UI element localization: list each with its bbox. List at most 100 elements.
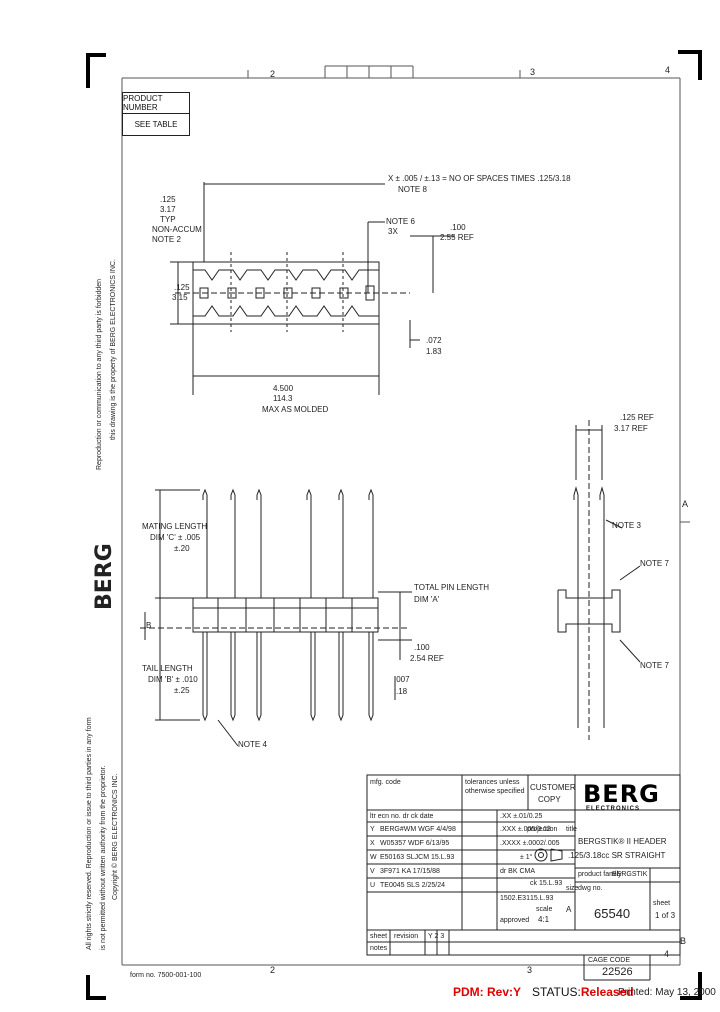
zone-marker-4-bottom: 4 [664, 949, 670, 959]
left-margin-notice-2: this drawing is the property of BERG ELE… [110, 259, 117, 440]
zone-marker-3: 3 [530, 67, 536, 77]
side-dim-254-ref-label: 2.54 REF [410, 654, 444, 663]
mating-metric-label: ±.20 [174, 544, 190, 553]
checked-date: ck 15.L.93 [530, 880, 563, 887]
drawing-title-line-1: BERGSTIK® II HEADER [578, 837, 667, 846]
sheet-label: sheet [653, 900, 671, 907]
scale-label: scale [536, 906, 553, 913]
dim-007-label: .007 [394, 675, 410, 684]
sheet-value: 1 of 3 [655, 911, 676, 920]
note-8-label: NOTE 8 [398, 185, 427, 194]
left-margin-brand-logo: BERG [92, 543, 117, 610]
revision-row-values: Y 2 3 [428, 933, 445, 940]
note-4-label: NOTE 4 [238, 740, 267, 749]
top-view [170, 182, 455, 395]
rev-u-text: TE0045 SLS 2/25/24 [380, 882, 445, 889]
customer-copy-label-1: CUSTOMER [530, 783, 576, 792]
side-dim-100-label: .100 [414, 643, 430, 652]
tolerances-label-1: tolerances unless [465, 779, 520, 786]
rev-v-letter: V [370, 868, 375, 875]
dim-100-label: .100 [450, 223, 466, 232]
mating-dim-c-label: DIM 'C' ± .005 [150, 533, 201, 542]
projection-label: projection [527, 826, 558, 833]
dim-4500-label: 4.500 [273, 384, 294, 393]
rev-y-letter: Y [370, 826, 375, 833]
dim-left-metric-label: 3.15 [172, 293, 188, 302]
dim-pitch-label: X ± .005 / ±.13 = NO OF SPACES TIMES .12… [388, 174, 571, 183]
zone-marker-2-bottom: 2 [270, 965, 276, 975]
tail-dim-b-label: DIM 'B' ± .010 [148, 675, 198, 684]
note-3-label: NOTE 3 [612, 521, 641, 530]
form-number: form no. 7500-001-100 [130, 972, 202, 979]
end-ref-125-label: .125 REF [620, 413, 654, 422]
zone-marker-2: 2 [270, 69, 276, 79]
pdm-revision: PDM: Rev:Y [453, 985, 522, 999]
note-7-top-label: NOTE 7 [640, 559, 669, 568]
rev-v-text: 3F971 KA 17/15/88 [380, 868, 440, 875]
dim-125-label: .125 [160, 195, 176, 204]
mfg-code-label: mfg. code [370, 779, 401, 786]
cage-code-value: 22526 [602, 966, 633, 978]
zone-marker-b: B [680, 936, 687, 946]
title-block-grid [366, 774, 681, 981]
status-text: STATUS:Released [532, 985, 634, 999]
date-entry-1: 1502.E31 [500, 895, 530, 902]
revision-row-label: revision [394, 933, 419, 940]
end-ref-317-label: 3.17 REF [614, 424, 648, 433]
rev-x-letter: X [370, 840, 375, 847]
note-6-qty-label: 3X [388, 227, 398, 236]
zone-marker-a: A [682, 499, 689, 509]
tail-metric-label: ±.25 [174, 686, 190, 695]
printed-date: Printed: May 13, 2000 [618, 987, 716, 998]
rev-y-text: BERG#WM WGF 4/4/98 [380, 826, 456, 833]
product-number-box: PRODUCT NUMBER SEE TABLE [122, 92, 190, 136]
zone-marker-4: 4 [665, 65, 671, 75]
left-margin-copyright-2: All rights strictly reserved. Reproducti… [86, 717, 93, 950]
mating-length-label: MATING LENGTH [142, 522, 208, 531]
drawing-title-line-2: .125/3.18cc SR STRAIGHT [568, 851, 666, 860]
rev-u-letter: U [370, 882, 376, 889]
dim-317-label: 3.17 [160, 205, 176, 214]
drawn-by: dr BK CMA [500, 868, 536, 875]
dim-183-label: 1.83 [426, 347, 442, 356]
sheet-frame [121, 65, 690, 966]
sheet-corner-marks [86, 50, 702, 1000]
berg-logo-sub: ELECTRONICS [586, 806, 641, 812]
size-value: A [566, 905, 572, 914]
left-margin-copyright-3: is not permitted without written authori… [100, 765, 107, 950]
tol-xxxx: .XXXX ±.0002/.005 [500, 840, 560, 847]
revision-header: ltr ecn no. dr ck date [370, 813, 434, 820]
left-margin-notice-1: Reproduction or communication to any thi… [96, 278, 103, 470]
size-label: size [566, 885, 579, 892]
tol-xx: .XX ±.01/0.25 [500, 813, 543, 820]
sheet-row-label: sheet [370, 933, 388, 940]
rev-w-text: E50163 SLJCM 15.L.93 [380, 854, 455, 861]
drawing-number: 65540 [594, 906, 631, 921]
dim-18-label: .18 [396, 687, 408, 696]
status-label: STATUS: [532, 985, 581, 999]
rev-w-letter: W [370, 854, 377, 861]
dim-072-label: .072 [426, 336, 442, 345]
note-2-label: NOTE 2 [152, 235, 181, 244]
title-header-label: title [566, 826, 577, 833]
tol-angle: ± 1° [520, 854, 533, 861]
product-number-label: PRODUCT NUMBER [123, 93, 189, 114]
top-view-pins [199, 285, 375, 301]
note-6-label: NOTE 6 [386, 217, 415, 226]
product-family-value: BERGSTIK [612, 871, 648, 878]
customer-copy-label-2: COPY [538, 795, 561, 804]
berg-logo-word: BERG [583, 780, 660, 808]
rev-x-text: W05357 WDF 6/13/95 [380, 840, 450, 847]
notes-row-label: notes [370, 945, 388, 952]
date-entry-2: 15.L.93 [530, 895, 554, 902]
tail-length-label: TAIL LENGTH [142, 664, 193, 673]
approved-label: approved [500, 917, 530, 924]
dwg-no-label: dwg no. [578, 885, 603, 892]
max-molded-label: MAX AS MOLDED [262, 405, 329, 414]
berg-logo: BERG ELECTRONICS [583, 780, 660, 812]
dim-left-label: .125 [174, 283, 190, 292]
b-dim-label: B [146, 621, 152, 630]
zone-marker-3-bottom: 3 [527, 965, 533, 975]
dim-1143-label: 114.3 [273, 394, 293, 403]
